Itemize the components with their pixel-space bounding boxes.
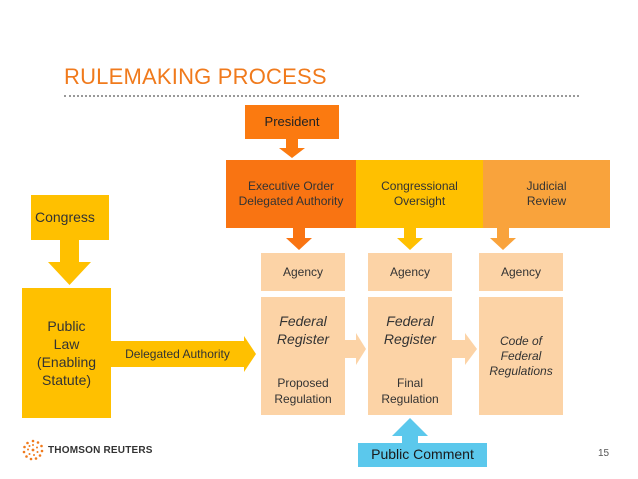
logo-text: THOMSON REUTERS xyxy=(48,444,153,456)
federal-register-title: Federal Register xyxy=(383,313,437,347)
arrow-public-comment-to-final xyxy=(392,418,428,443)
arrow-delegated-authority-head xyxy=(244,336,256,372)
congress-box: Congress xyxy=(31,195,109,240)
arrow-congressional-oversight-to-agency xyxy=(397,228,423,250)
agency-box-2: Agency xyxy=(368,253,452,291)
page-number: 15 xyxy=(598,448,610,459)
federal-register-final-box: Federal Register Final Regulation xyxy=(368,297,452,415)
arrow-executive-order-to-agency xyxy=(286,228,312,250)
public-comment-box: Public Comment xyxy=(358,443,487,467)
agency-box-1: Agency xyxy=(261,253,345,291)
proposed-regulation-label: Proposed Regulation xyxy=(274,376,332,407)
federal-register-proposed-box: Federal Register Proposed Regulation xyxy=(261,297,345,415)
delegated-authority-arrow: Delegated Authority xyxy=(111,341,244,367)
arrow-president-to-executive-order xyxy=(279,139,305,158)
thomson-reuters-logo-icon xyxy=(22,439,44,461)
final-regulation-label: Final Regulation xyxy=(381,376,439,407)
federal-register-title: Federal Register xyxy=(276,313,330,347)
slide-title: RULEMAKING PROCESS xyxy=(64,64,327,89)
arrow-final-to-cfr xyxy=(452,333,477,365)
thomson-reuters-logo: THOMSON REUTERS xyxy=(22,439,153,461)
president-box: President xyxy=(245,105,339,139)
code-of-federal-regulations-box: Code of Federal Regulations xyxy=(479,297,563,415)
congressional-oversight-box: Congressional Oversight xyxy=(356,160,483,228)
judicial-review-box: Judicial Review xyxy=(483,160,610,228)
public-law-box: Public Law (Enabling Statute) xyxy=(22,288,111,418)
agency-box-3: Agency xyxy=(479,253,563,291)
arrow-congress-to-public-law xyxy=(48,240,91,285)
title-divider xyxy=(64,95,579,97)
arrow-judicial-review-to-agency xyxy=(490,228,516,250)
arrow-proposed-to-final xyxy=(345,333,366,365)
executive-order-box: Executive Order Delegated Authority xyxy=(226,160,356,228)
